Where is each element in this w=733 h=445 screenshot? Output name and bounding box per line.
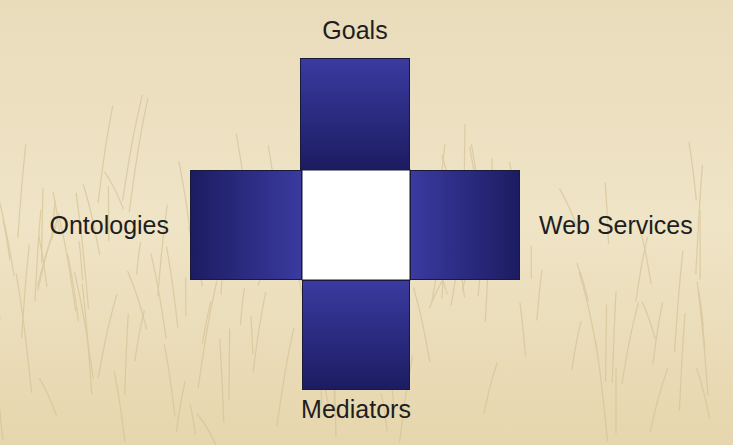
- blue-square: Mediators: [302, 280, 410, 390]
- center-square: [302, 170, 410, 280]
- grass-blade: [696, 165, 703, 274]
- grass-blade: [164, 344, 175, 416]
- grass-blade: [531, 246, 532, 279]
- grass-blade: [74, 272, 93, 379]
- grass-blade: [606, 305, 607, 382]
- grass-blade: [675, 251, 683, 352]
- grass-blade: [0, 191, 14, 276]
- grass-blade: [636, 237, 648, 302]
- grass-blade: [123, 95, 143, 201]
- grass-blade: [520, 302, 526, 356]
- grass-blade: [39, 378, 56, 415]
- blue-square: Web Services: [410, 170, 520, 280]
- grass-blade: [104, 172, 123, 209]
- grass-blade: [0, 354, 3, 440]
- grass-blade: [125, 313, 129, 395]
- grass-blade: [68, 254, 79, 322]
- grass-blade: [615, 367, 616, 433]
- grass-blade: [572, 322, 581, 370]
- grass-blade: [484, 362, 497, 413]
- grass-blade: [251, 316, 253, 354]
- grass-blade: [689, 142, 696, 200]
- grass-blade: [129, 98, 148, 213]
- blue-square: Ontologies: [190, 170, 302, 280]
- grass-blade: [220, 338, 224, 422]
- grass-blade: [190, 404, 196, 435]
- grass-blade: [76, 193, 88, 309]
- grass-blade: [579, 272, 597, 351]
- grass-blade: [3, 219, 10, 260]
- grass-blade: [98, 294, 117, 377]
- grass-blade: [253, 292, 266, 372]
- grass-blade: [650, 368, 668, 432]
- grass-blade: [537, 270, 542, 321]
- label-holder: Ontologies: [49, 171, 169, 279]
- grass-blade: [679, 314, 685, 411]
- grass-blade: [137, 242, 141, 275]
- grass-blade: [151, 254, 166, 339]
- grass-blade: [176, 381, 185, 433]
- blue-square: Goals: [300, 58, 410, 170]
- grass-blade: [185, 278, 186, 316]
- grass-blade: [203, 302, 211, 344]
- grass-blade: [18, 144, 26, 238]
- grass-blade: [596, 343, 608, 441]
- grass-blade: [622, 303, 639, 384]
- grass-blade: [414, 288, 430, 362]
- node-heading: Web Services: [539, 211, 693, 240]
- grass-blade: [277, 328, 294, 426]
- grass-blade: [197, 413, 216, 444]
- grass-blade: [228, 329, 230, 400]
- node-heading: Ontologies: [49, 211, 169, 240]
- grass-blade: [98, 106, 113, 203]
- label-holder: Mediators: [203, 395, 509, 424]
- label-holder: Goals: [201, 16, 509, 45]
- node-heading: Goals: [322, 16, 387, 45]
- grass-blade: [114, 371, 125, 441]
- grass-blade: [697, 368, 710, 419]
- grass-blade: [42, 188, 43, 263]
- node-heading: Mediators: [301, 395, 411, 424]
- grass-blade: [22, 245, 30, 339]
- grass-blade: [0, 248, 1, 319]
- grass-blade: [642, 302, 655, 340]
- grass-blade: [240, 288, 244, 325]
- grass-blade: [135, 310, 145, 361]
- grass-blade: [128, 271, 147, 329]
- grass-blade: [16, 274, 31, 393]
- grass-blade: [198, 281, 217, 388]
- grass-blade: [79, 241, 82, 280]
- label-holder: Web Services: [539, 171, 693, 279]
- grass-blade: [697, 282, 708, 396]
- grass-blade: [653, 302, 663, 364]
- grass-blade: [699, 210, 700, 279]
- grass-blade: [35, 210, 41, 301]
- grass-blade: [167, 247, 178, 328]
